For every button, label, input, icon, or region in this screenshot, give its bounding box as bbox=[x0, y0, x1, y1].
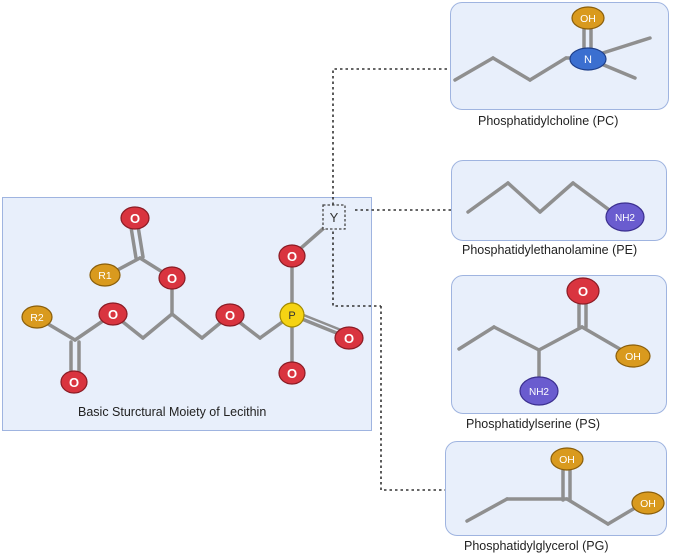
pe-molecule: NH2 bbox=[466, 181, 645, 232]
oxygen-atom: O bbox=[98, 302, 128, 326]
connectors bbox=[332, 68, 451, 491]
svg-text:O: O bbox=[344, 331, 354, 346]
svg-text:P: P bbox=[288, 310, 295, 322]
hydroxyl-group: OH bbox=[615, 344, 651, 368]
pc-molecule: OH N bbox=[453, 6, 652, 82]
svg-text:OH: OH bbox=[625, 351, 641, 363]
svg-text:OH: OH bbox=[559, 454, 575, 466]
svg-text:Y: Y bbox=[330, 210, 339, 225]
svg-text:R1: R1 bbox=[98, 270, 112, 282]
hydroxyl-group: OH bbox=[550, 447, 584, 471]
oxygen-atom: O bbox=[215, 303, 245, 327]
svg-text:R2: R2 bbox=[30, 312, 44, 324]
svg-text:NH2: NH2 bbox=[529, 387, 549, 398]
ps-molecule: O OH NH2 bbox=[457, 277, 651, 406]
oxygen-atom: O bbox=[278, 361, 306, 385]
pg-caption: Phosphatidylglycerol (PG) bbox=[464, 539, 609, 553]
lecithin-panel bbox=[2, 197, 372, 431]
hydroxyl-group: OH bbox=[571, 6, 605, 30]
nitrogen-atom: N bbox=[569, 47, 607, 71]
svg-text:O: O bbox=[69, 375, 79, 390]
hydroxyl-group: OH bbox=[631, 491, 665, 515]
svg-text:O: O bbox=[108, 307, 118, 322]
oxygen-atom: O bbox=[60, 370, 88, 394]
connector-pc bbox=[332, 68, 450, 205]
r2-group: R2 bbox=[21, 305, 53, 329]
svg-text:O: O bbox=[287, 366, 297, 381]
ps-caption: Phosphatidylserine (PS) bbox=[466, 417, 601, 431]
pg-molecule: OH OH bbox=[465, 447, 665, 526]
oxygen-atom: O bbox=[566, 277, 600, 305]
svg-text:O: O bbox=[287, 249, 297, 264]
lecithin-bonds bbox=[36, 218, 353, 382]
svg-text:OH: OH bbox=[580, 13, 596, 25]
svg-text:O: O bbox=[578, 284, 588, 299]
pc-panel bbox=[450, 2, 669, 110]
r1-group: R1 bbox=[89, 263, 121, 287]
oxygen-atom: O bbox=[278, 244, 306, 268]
svg-text:OH: OH bbox=[640, 498, 656, 510]
amine-group: NH2 bbox=[605, 202, 645, 232]
lecithin-atoms: O R1 O R2 O O O O P O O Y bbox=[21, 204, 364, 394]
connector-ps bbox=[332, 226, 381, 307]
connector-pg bbox=[380, 306, 445, 491]
oxygen-atom: O bbox=[120, 206, 150, 230]
svg-text:O: O bbox=[167, 271, 177, 286]
svg-text:O: O bbox=[225, 308, 235, 323]
phosphorus-atom: P bbox=[279, 302, 305, 328]
oxygen-atom: O bbox=[334, 326, 364, 350]
svg-text:O: O bbox=[130, 211, 140, 226]
svg-text:NH2: NH2 bbox=[615, 213, 635, 224]
amine-group: NH2 bbox=[519, 376, 559, 406]
svg-text:N: N bbox=[584, 54, 592, 66]
y-substituent-box: Y bbox=[322, 204, 346, 230]
lecithin-caption: Basic Sturctural Moiety of Lecithin bbox=[78, 405, 267, 419]
oxygen-atom: O bbox=[158, 266, 186, 290]
pe-caption: Phosphatidylethanolamine (PE) bbox=[462, 243, 638, 257]
pc-caption: Phosphatidylcholine (PC) bbox=[478, 114, 619, 128]
